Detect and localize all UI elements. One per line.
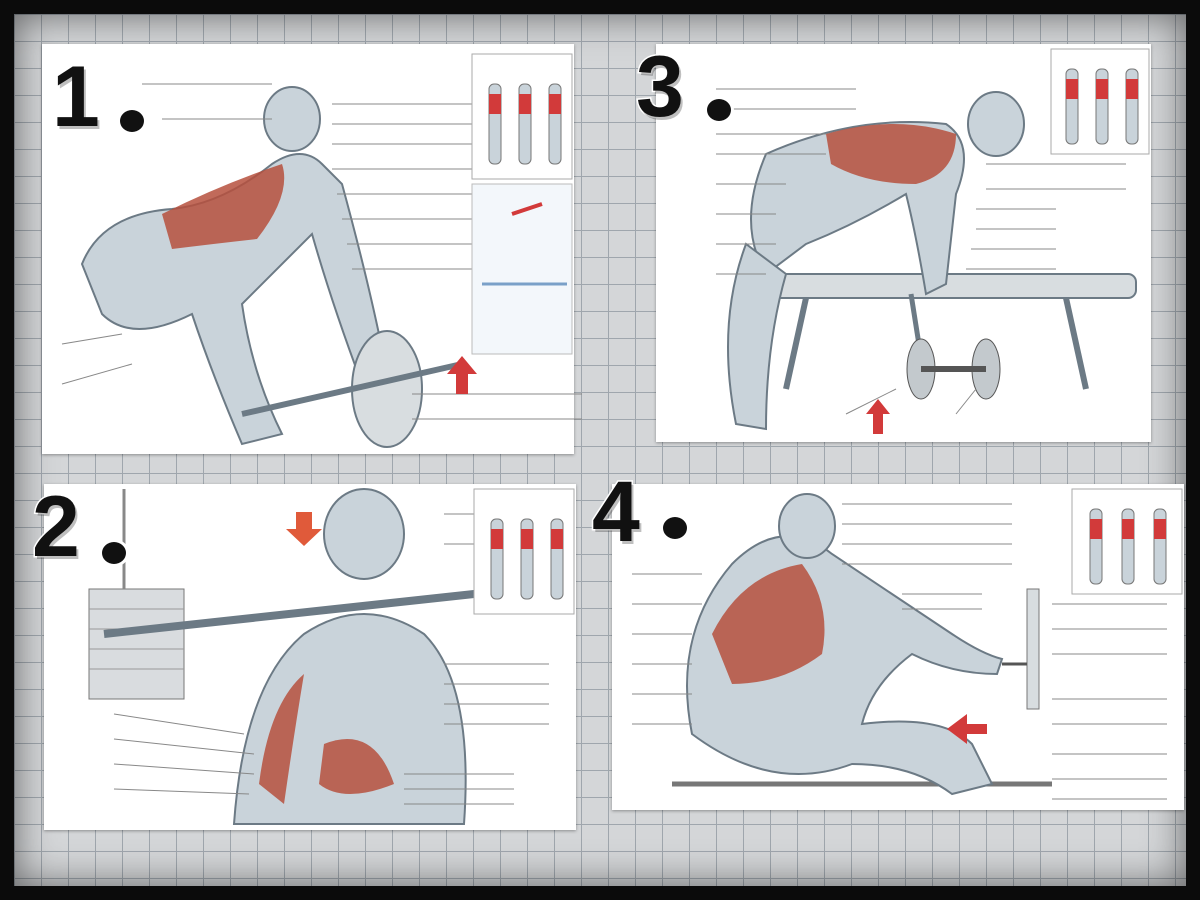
grid-paper-background: 1: [14, 14, 1186, 886]
panel-number-3: 3: [635, 39, 686, 135]
panel-number-1: 1: [51, 49, 102, 145]
number-dot-4: [660, 514, 690, 542]
panel-2-lat-pulldown: 2: [31, 483, 576, 830]
panel-number-2: 2: [31, 479, 82, 575]
number-dot-2: [99, 539, 129, 567]
anatomy-illustration-2: [88, 488, 575, 825]
anatomy-illustration-4: [632, 488, 1183, 800]
panel-number-4: 4: [591, 464, 642, 560]
panel-4-seated-cable-row: 4: [591, 468, 1184, 810]
panel-1-barbell-row: 1: [42, 44, 582, 454]
number-dot-3: [704, 96, 734, 124]
panel-3-dumbbell-row: 3: [635, 43, 1151, 442]
anatomy-illustration-3: [716, 48, 1150, 434]
number-dot-1: [117, 107, 147, 135]
anatomy-illustration-1: [61, 53, 582, 448]
